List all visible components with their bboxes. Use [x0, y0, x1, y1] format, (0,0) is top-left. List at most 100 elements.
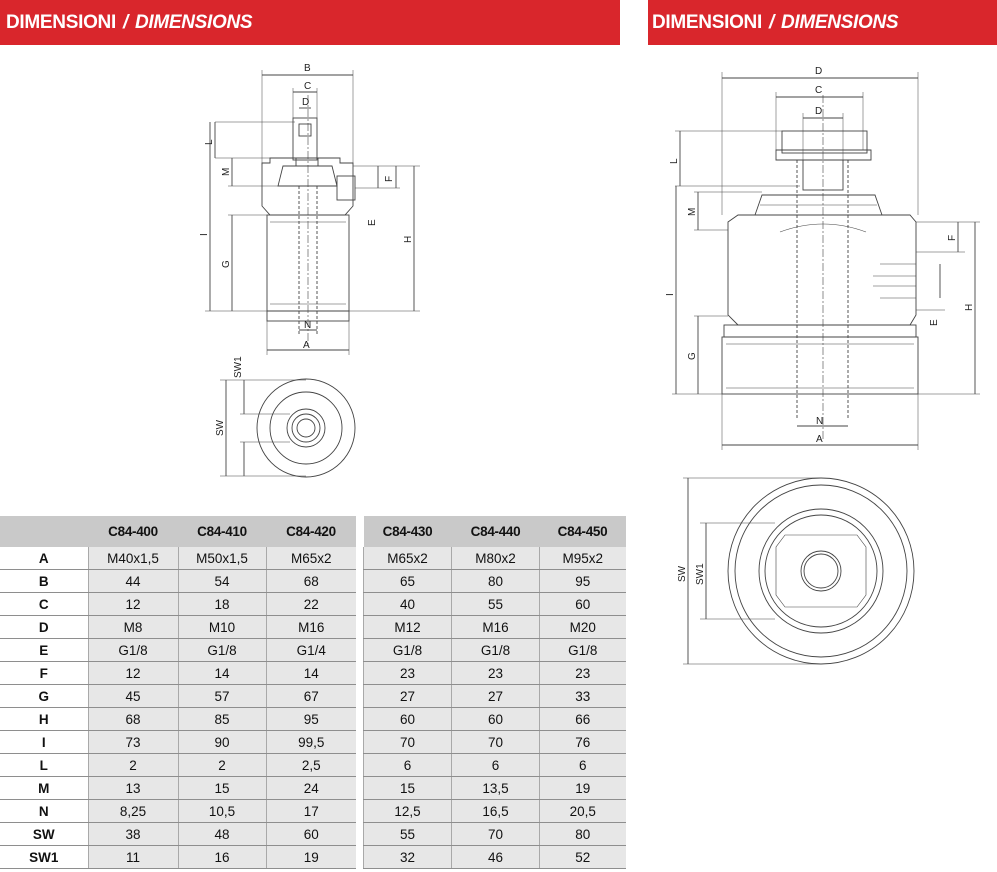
- table-cell: 12: [87, 592, 178, 616]
- table-cell: 76: [539, 730, 626, 754]
- table-cell: 16: [177, 845, 266, 869]
- table-cell: 19: [265, 845, 356, 869]
- table-cell: 60: [539, 592, 626, 616]
- table-cell: M40x1,5: [87, 547, 178, 570]
- table-cell: 80: [451, 569, 540, 593]
- table-cell: 95: [265, 707, 356, 731]
- label-L: L: [669, 158, 680, 164]
- table-cell: M16: [451, 615, 540, 639]
- table-cell: G1/8: [539, 638, 626, 662]
- table-cell: 70: [451, 730, 540, 754]
- label-SW: SW: [215, 419, 226, 436]
- label-F: F: [947, 235, 958, 241]
- table-cell: 57: [177, 684, 266, 708]
- label-SW: SW: [677, 565, 688, 582]
- table-cell: 6: [539, 753, 626, 777]
- table-cell: 70: [451, 822, 540, 846]
- table-cell: 8,25: [87, 799, 178, 823]
- column-header: C84-410: [178, 516, 266, 547]
- table-cell: 13,5: [451, 776, 540, 800]
- row-label: SW1: [0, 845, 88, 869]
- label-C: C: [304, 81, 311, 92]
- table-cell: 80: [539, 822, 626, 846]
- header-title-en: DIMENSIONS: [134, 11, 253, 33]
- label-SW1: SW1: [233, 356, 244, 378]
- header-title-it: DIMENSIONI: [6, 11, 116, 33]
- table-cell: 65: [363, 569, 452, 593]
- label-N: N: [816, 416, 823, 427]
- table-header-row: C84-400 C84-410 C84-420: [0, 516, 356, 547]
- row-label: I: [0, 730, 88, 754]
- table-cell: 73: [87, 730, 178, 754]
- table-cell: 55: [451, 592, 540, 616]
- table-cell: 13: [87, 776, 178, 800]
- table-cell: 55: [363, 822, 452, 846]
- row-label: H: [0, 707, 88, 731]
- row-label: A: [0, 547, 88, 570]
- label-D: D: [815, 106, 822, 117]
- table-cell: 12: [87, 661, 178, 685]
- table-cell: 68: [87, 707, 178, 731]
- table-cell: 60: [363, 707, 452, 731]
- label-G: G: [687, 352, 698, 360]
- table-cell: 11: [87, 845, 178, 869]
- table-cell: 44: [87, 569, 178, 593]
- row-label: E: [0, 638, 88, 662]
- table-cell: 60: [451, 707, 540, 731]
- row-label: B: [0, 569, 88, 593]
- table-cell: M50x1,5: [177, 547, 266, 570]
- label-H: H: [403, 236, 414, 243]
- table-cell: G1/8: [177, 638, 266, 662]
- label-E: E: [929, 319, 940, 326]
- large-cylinder-side-view: [672, 72, 980, 450]
- label-L: L: [204, 139, 215, 145]
- table-cell: 24: [265, 776, 356, 800]
- row-label: G: [0, 684, 88, 708]
- label-SW1: SW1: [695, 563, 706, 585]
- table-cell: M8: [87, 615, 178, 639]
- large-cylinder-top-view: [683, 477, 915, 665]
- table-cell: 45: [87, 684, 178, 708]
- table-cell: G1/4: [265, 638, 356, 662]
- table-cell: 20,5: [539, 799, 626, 823]
- row-label: M: [0, 776, 88, 800]
- label-H: H: [964, 304, 975, 311]
- table-cell: G1/8: [451, 638, 540, 662]
- table-cell: 38: [87, 822, 178, 846]
- header-separator: /: [122, 11, 128, 33]
- section-header-right: DIMENSIONI / DIMENSIONS: [648, 0, 997, 45]
- label-I: I: [199, 233, 210, 236]
- table-cell: 66: [539, 707, 626, 731]
- row-label: SW: [0, 822, 88, 846]
- table-cell: 99,5: [265, 730, 356, 754]
- table-cell: 60: [265, 822, 356, 846]
- table-cell: 15: [177, 776, 266, 800]
- drawing-label-group: B C D L M I G F E H N A SW1 SW D C D L M…: [199, 63, 975, 585]
- label-F: F: [384, 176, 395, 182]
- table-cell: 6: [451, 753, 540, 777]
- table-cell: M16: [265, 615, 356, 639]
- label-E: E: [367, 219, 378, 226]
- column-header: C84-420: [266, 516, 356, 547]
